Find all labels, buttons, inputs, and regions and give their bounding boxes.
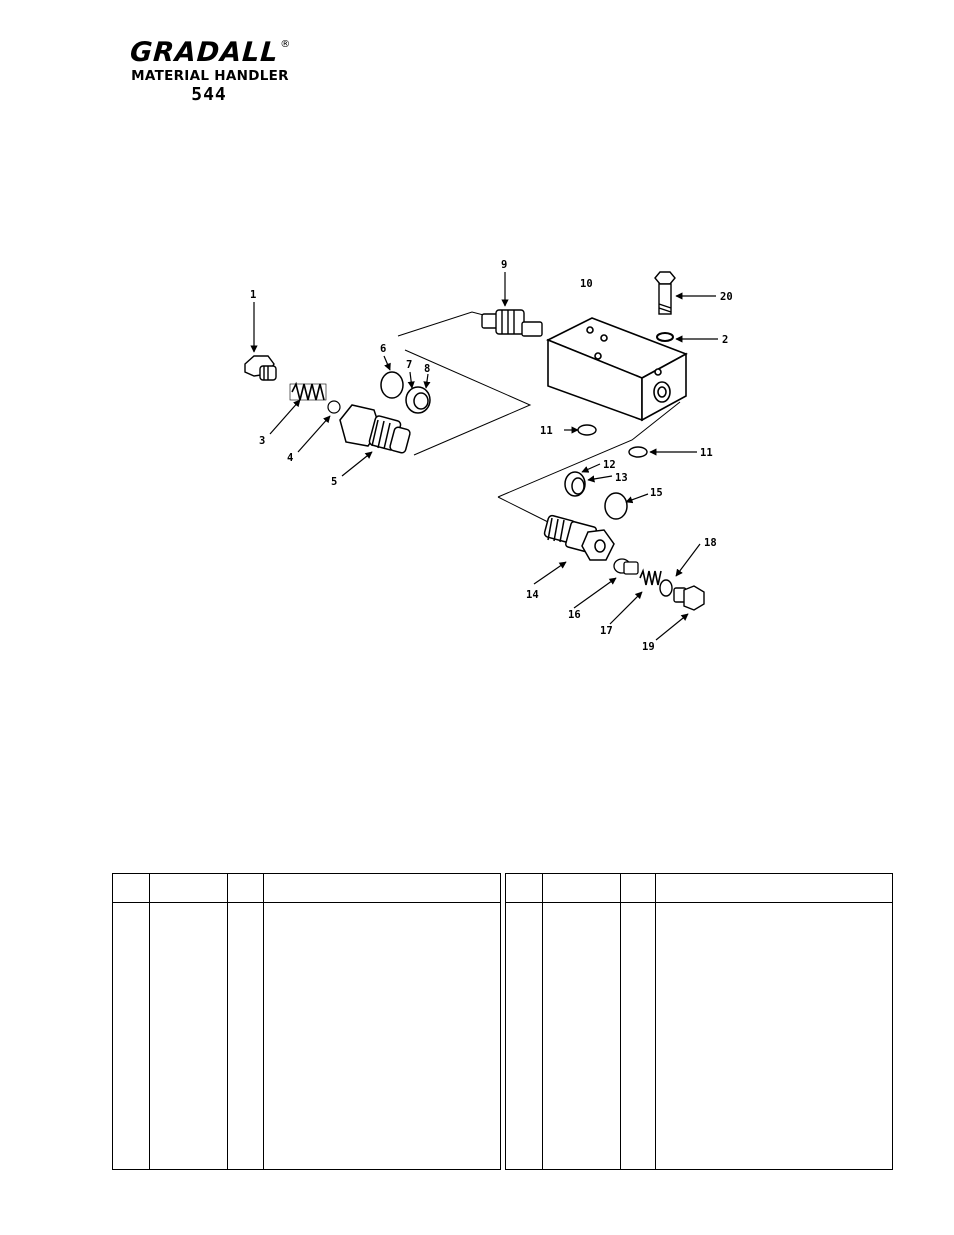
part-seal-7-8	[405, 386, 431, 414]
table-header-row	[112, 873, 502, 903]
part-spring-3	[289, 381, 327, 401]
callout-8: 8	[424, 363, 430, 375]
model-number: 544	[191, 84, 227, 105]
part-bolt-20	[654, 271, 676, 315]
brand-header: GRADALL® MATERIAL HANDLER 544	[110, 37, 310, 106]
part-spring-17	[639, 568, 662, 586]
header-cell	[148, 873, 228, 903]
part-valve-body-5	[339, 404, 411, 454]
table-cell	[262, 902, 502, 1170]
callout-18: 18	[704, 537, 717, 549]
part-o-ring-18	[659, 579, 673, 597]
header-cell	[541, 873, 621, 903]
callout-2: 2	[722, 334, 728, 346]
callout-19: 19	[642, 641, 655, 653]
part-washer-2	[656, 332, 674, 342]
header-cell	[226, 873, 264, 903]
table-cell	[505, 902, 543, 1170]
callout-labels: 1 2 3 4 5 6 7 8 9 10 11 11 12 13 14 15 1…	[250, 259, 733, 653]
table-cell	[148, 902, 228, 1170]
callout-11a: 11	[540, 425, 553, 437]
exploded-parts-diagram: 1 2 3 4 5 6 7 8 9 10 11 11 12 13 14 15 1…	[244, 259, 733, 653]
product-line: MATERIAL HANDLER	[131, 68, 289, 84]
table-cell	[226, 902, 264, 1170]
part-plug-1	[244, 355, 277, 381]
table-cell	[112, 902, 150, 1170]
part-o-ring-11b	[628, 446, 648, 458]
callout-4: 4	[287, 452, 293, 464]
callout-16: 16	[568, 609, 581, 621]
part-cartridge-9	[481, 309, 543, 337]
header-cell	[262, 873, 502, 903]
callout-6: 6	[380, 343, 386, 355]
table-header-row	[505, 873, 894, 903]
callout-arrows	[250, 272, 718, 641]
part-o-ring-6	[380, 371, 404, 399]
parts-table-left	[112, 873, 502, 1170]
callout-3: 3	[259, 435, 265, 447]
table-cell	[654, 902, 894, 1170]
callout-12: 12	[603, 459, 616, 471]
part-valve-body-14	[543, 514, 615, 561]
table-cell	[541, 902, 621, 1170]
part-poppet-16	[613, 558, 639, 575]
callout-13: 13	[615, 472, 628, 484]
header-cell	[505, 873, 543, 903]
part-plug-19	[673, 585, 705, 611]
part-o-ring-11a	[577, 424, 597, 436]
table-cell	[619, 902, 656, 1170]
callout-10: 10	[580, 278, 593, 290]
parts-table-right	[505, 873, 894, 1170]
part-seal-12-13	[564, 471, 586, 497]
header-cell	[112, 873, 150, 903]
part-ball-4	[327, 400, 341, 414]
callout-14: 14	[526, 589, 539, 601]
callout-11b: 11	[700, 447, 713, 459]
callout-17: 17	[600, 625, 613, 637]
table-row	[112, 902, 502, 1170]
callout-20: 20	[720, 291, 733, 303]
callout-15: 15	[650, 487, 663, 499]
part-o-ring-15	[604, 492, 628, 520]
header-cell	[654, 873, 894, 903]
callout-5: 5	[331, 476, 337, 488]
callout-9: 9	[501, 259, 507, 271]
table-row	[505, 902, 894, 1170]
callout-1: 1	[250, 289, 256, 301]
callout-7: 7	[406, 359, 412, 371]
registered-mark: ®	[280, 39, 291, 50]
header-cell	[619, 873, 656, 903]
part-manifold-10	[546, 317, 688, 422]
